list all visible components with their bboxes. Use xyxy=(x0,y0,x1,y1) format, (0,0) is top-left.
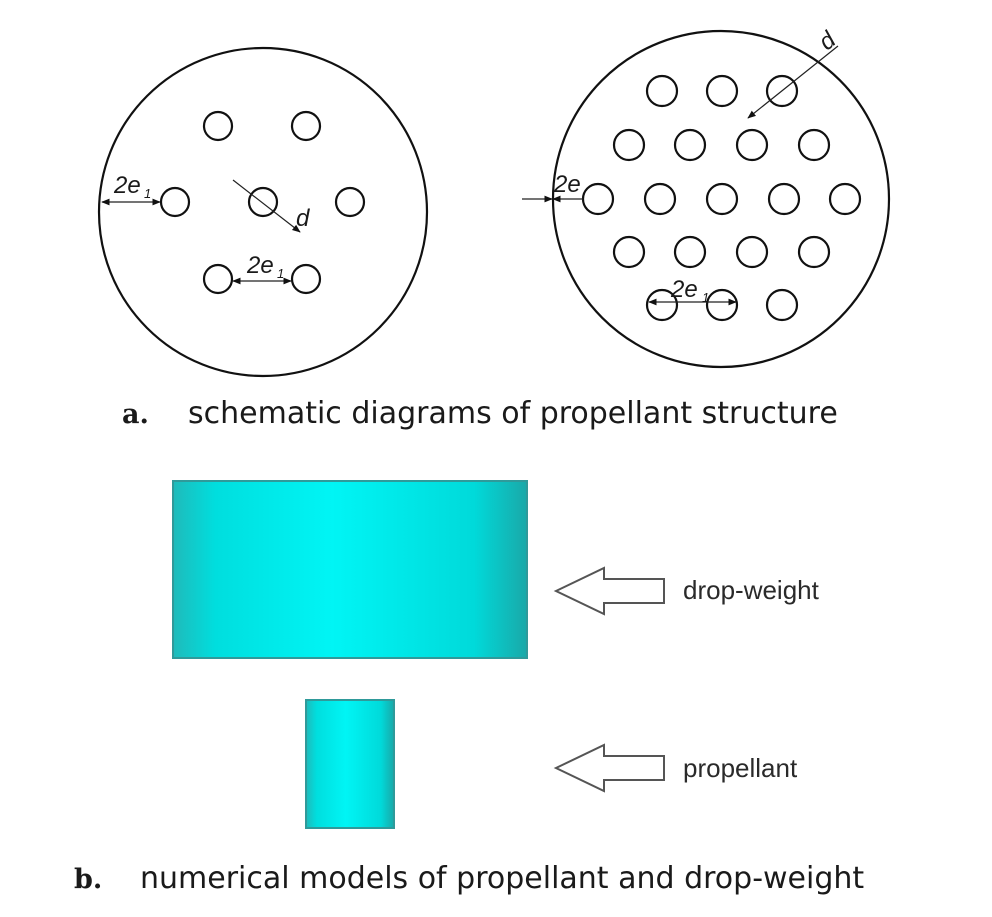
perforation xyxy=(247,186,279,218)
wall-dimension-label: 2e xyxy=(113,172,141,199)
perforation xyxy=(202,110,234,142)
drop-weight-pointer-arrow xyxy=(553,566,665,616)
perforation xyxy=(643,182,677,216)
diameter-label: d xyxy=(296,205,310,232)
drop-weight-label: drop-weight xyxy=(683,575,820,605)
drop-weight-model xyxy=(172,480,528,659)
perforation xyxy=(612,128,646,162)
grain-7-hole: 2e 1 d 2e 1 xyxy=(97,46,429,378)
perforation xyxy=(705,74,739,108)
perforation xyxy=(290,263,322,295)
perforation xyxy=(797,128,831,162)
perforation xyxy=(581,182,615,216)
perforation xyxy=(673,235,707,269)
perforation xyxy=(797,235,831,269)
perforation xyxy=(705,288,739,322)
caption-b-text: numerical models of propellant and drop-… xyxy=(140,861,864,896)
caption-a-text: schematic diagrams of propellant structu… xyxy=(188,396,838,431)
perforation xyxy=(290,110,322,142)
diameter-label: d xyxy=(814,26,842,56)
grain-19-hole: 2e d 2e 1 xyxy=(522,26,891,369)
perforation xyxy=(735,128,769,162)
numerical-models: drop-weight propellant xyxy=(172,480,820,829)
gap-dimension-label: 2e xyxy=(246,252,274,279)
gap-dimension-label: 2e xyxy=(670,276,698,303)
perforation xyxy=(334,186,366,218)
gap-dimension-subscript: 1 xyxy=(702,290,709,305)
grain-outline xyxy=(97,46,429,378)
perforation xyxy=(202,263,234,295)
perforation xyxy=(828,182,862,216)
caption-b-letter: b. xyxy=(74,864,102,895)
wall-dimension-label: 2e xyxy=(553,171,581,198)
propellant-label: propellant xyxy=(683,753,798,783)
propellant-model xyxy=(305,699,395,829)
perforation xyxy=(673,128,707,162)
wall-dimension-subscript: 1 xyxy=(144,186,151,201)
perforation xyxy=(765,288,799,322)
caption-a-letter: a. xyxy=(122,399,149,430)
diameter-dimension-line xyxy=(747,45,839,119)
perforation xyxy=(705,182,739,216)
gap-dimension-subscript: 1 xyxy=(277,266,284,281)
perforation xyxy=(612,235,646,269)
perforation xyxy=(159,186,191,218)
diameter-dimension-line xyxy=(232,179,301,233)
perforation xyxy=(767,182,801,216)
perforation xyxy=(645,74,679,108)
propellant-pointer-arrow xyxy=(553,743,665,793)
perforation xyxy=(735,235,769,269)
